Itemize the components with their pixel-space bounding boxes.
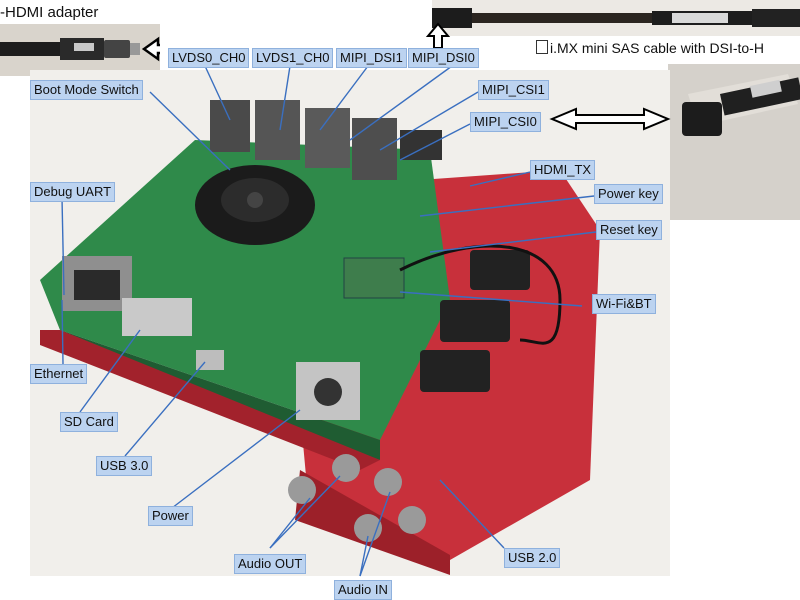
sas-cable-caption: i.MX mini SAS cable with DSI-to-H: [536, 40, 764, 56]
label-sd-card: SD Card: [60, 412, 118, 432]
label-audio-out: Audio OUT: [234, 554, 307, 574]
label-usb3: USB 3.0: [96, 456, 153, 476]
sas-cable-photo-right: [668, 64, 800, 220]
label-mipi-dsi1: MIPI_DSI1: [336, 48, 407, 68]
sas-cable-photo-top: [432, 0, 800, 36]
label-power: Power: [148, 506, 193, 526]
label-mipi-dsi0: MIPI_DSI0: [408, 48, 479, 68]
label-wifi-bt: Wi-Fi&BT: [592, 294, 656, 314]
label-boot-mode-switch: Boot Mode Switch: [30, 80, 143, 100]
sas-cable-caption-text: i.MX mini SAS cable with DSI-to-H: [550, 40, 764, 56]
label-mipi-csi1: MIPI_CSI1: [478, 80, 549, 100]
double-arrow-icon: [549, 107, 671, 131]
label-lvds0: LVDS0_CH0: [168, 48, 250, 68]
adapter-photo: [0, 24, 160, 76]
label-usb2: USB 2.0: [504, 548, 561, 568]
up-arrow-icon: [425, 22, 451, 49]
label-power-key: Power key: [594, 184, 663, 204]
label-reset-key: Reset key: [596, 220, 662, 240]
label-hdmi-tx: HDMI_TX: [530, 160, 596, 180]
label-ethernet: Ethernet: [30, 364, 88, 384]
adapter-caption: -HDMI adapter: [0, 4, 99, 21]
checkbox-icon: [536, 40, 548, 54]
label-audio-in: Audio IN: [334, 580, 392, 600]
label-debug-uart: Debug UART: [30, 182, 116, 202]
label-lvds1: LVDS1_CH0: [252, 48, 334, 68]
label-mipi-csi0: MIPI_CSI0: [470, 112, 541, 132]
